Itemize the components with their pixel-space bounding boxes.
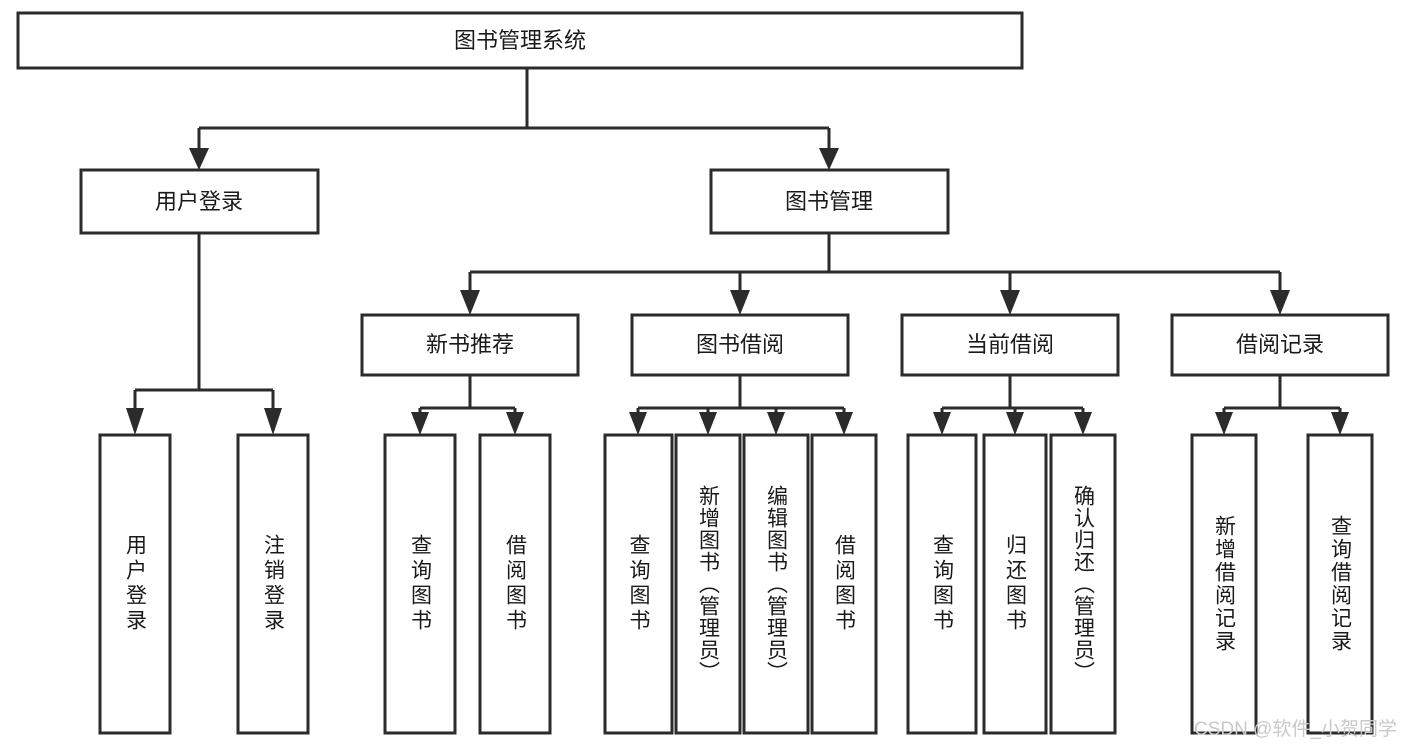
node-borrow-record-label: 借阅记录	[1236, 332, 1324, 357]
arrow-head-user-login	[189, 148, 209, 170]
arrow-head-leaf-logout-login	[264, 408, 282, 435]
leaf-add-book-admin-label: 新增图书（管理员）	[696, 485, 720, 683]
node-book-borrow-box[interactable]	[630, 313, 850, 377]
leaf-query-borrow-record-label: 查询借阅记录	[1328, 515, 1352, 653]
node-user-login-label: 用户登录	[155, 189, 243, 214]
node-book-manage[interactable]: 图书管理	[709, 168, 950, 235]
connector-group-book-manage	[460, 233, 1290, 315]
leaf-query-book-current-label: 查询图书	[930, 534, 954, 634]
csdn-watermark: CSDN @软件_小贺同学	[1194, 719, 1397, 740]
arrow-head-book-manage	[819, 148, 839, 170]
arrow-head-borrow-record	[1270, 290, 1290, 315]
arrow-head-leaf-query-book-current	[933, 412, 951, 435]
arrow-head-leaf-borrow-book-recommend	[506, 412, 524, 435]
leaf-boxes-group	[98, 433, 1374, 735]
arrow-head-leaf-query-book-borrow	[629, 412, 647, 435]
leaf-add-borrow-record-box[interactable]	[1190, 433, 1258, 735]
node-book-manage-label: 图书管理	[785, 189, 873, 214]
arrow-head-current-borrow	[1000, 290, 1020, 315]
leaf-borrow-book-borrow-box[interactable]	[810, 433, 878, 735]
arrow-head-leaf-confirm-return-admin	[1074, 412, 1092, 435]
node-book-manage-box[interactable]	[709, 168, 950, 235]
node-current-borrow-label: 当前借阅	[966, 332, 1054, 357]
node-new-book-recommend-label: 新书推荐	[426, 332, 514, 357]
node-borrow-record-box[interactable]	[1170, 313, 1390, 377]
leaf-edit-book-admin-label: 编辑图书（管理员）	[764, 485, 788, 683]
leaf-query-book-borrow-label: 查询图书	[627, 534, 650, 634]
leaf-logout-login-label: 注销登录	[261, 534, 285, 634]
node-root-label: 图书管理系统	[454, 28, 586, 53]
arrow-head-leaf-borrow-book-borrow	[835, 412, 853, 435]
node-book-borrow-label: 图书借阅	[696, 332, 784, 357]
node-current-borrow-box[interactable]	[900, 313, 1120, 377]
arrow-head-book-borrow	[730, 290, 750, 315]
arrow-head-leaf-add-borrow-record	[1215, 412, 1233, 435]
node-user-login-box[interactable]	[79, 168, 320, 235]
leaf-user-login-box[interactable]	[98, 433, 172, 735]
node-new-book-recommend-box[interactable]	[360, 313, 580, 377]
leaf-query-book-recommend-label: 查询图书	[408, 534, 432, 634]
leaf-edit-book-admin-box[interactable]	[742, 433, 810, 735]
node-root-box[interactable]	[16, 11, 1024, 70]
leaf-add-borrow-record-label: 新增借阅记录	[1212, 515, 1236, 653]
node-root[interactable]: 图书管理系统	[16, 11, 1024, 70]
leaf-borrow-book-recommend-label: 借阅图书	[503, 534, 527, 634]
leaf-borrow-book-borrow-label: 借阅图书	[832, 534, 856, 634]
connector-group-borrow-record	[1215, 375, 1349, 435]
node-current-borrow[interactable]: 当前借阅	[900, 313, 1120, 377]
leaf-return-book-label: 归还图书	[1003, 534, 1027, 634]
leaf-return-book-box[interactable]	[982, 433, 1048, 735]
leaf-logout-login-box[interactable]	[236, 433, 310, 735]
node-borrow-record[interactable]: 借阅记录	[1170, 313, 1390, 377]
arrow-head-leaf-add-book-admin	[699, 412, 717, 435]
connector-group-user-login	[126, 233, 282, 435]
leaf-borrow-book-recommend-box[interactable]	[478, 433, 552, 735]
arrow-head-leaf-edit-book-admin	[767, 412, 785, 435]
leaf-confirm-return-admin-box[interactable]	[1049, 433, 1117, 735]
leaf-query-book-borrow-box[interactable]	[603, 433, 674, 735]
arrow-head-leaf-query-borrow-record	[1331, 412, 1349, 435]
leaf-query-book-recommend-box[interactable]	[383, 433, 457, 735]
leaf-user-login-label: 用户登录	[123, 534, 147, 634]
node-user-login[interactable]: 用户登录	[79, 168, 320, 235]
leaf-add-book-admin-box[interactable]	[674, 433, 742, 735]
arrow-head-new-book-recommend	[460, 290, 480, 315]
connector-group-current-borrow	[933, 375, 1092, 435]
node-book-borrow[interactable]: 图书借阅	[630, 313, 850, 377]
leaf-query-borrow-record-box[interactable]	[1306, 433, 1374, 735]
connector-group-root	[189, 68, 839, 170]
connector-group-new-book-recommend	[411, 375, 524, 435]
node-new-book-recommend[interactable]: 新书推荐	[360, 313, 580, 377]
leaf-query-book-current-box[interactable]	[906, 433, 978, 735]
arrow-head-leaf-return-book	[1006, 412, 1024, 435]
connector-group-book-borrow	[629, 375, 853, 435]
leaf-confirm-return-admin-label: 确认归还（管理员）	[1071, 485, 1095, 683]
arrow-head-leaf-query-book-recommend	[411, 412, 429, 435]
arrow-head-leaf-user-login	[126, 408, 144, 435]
